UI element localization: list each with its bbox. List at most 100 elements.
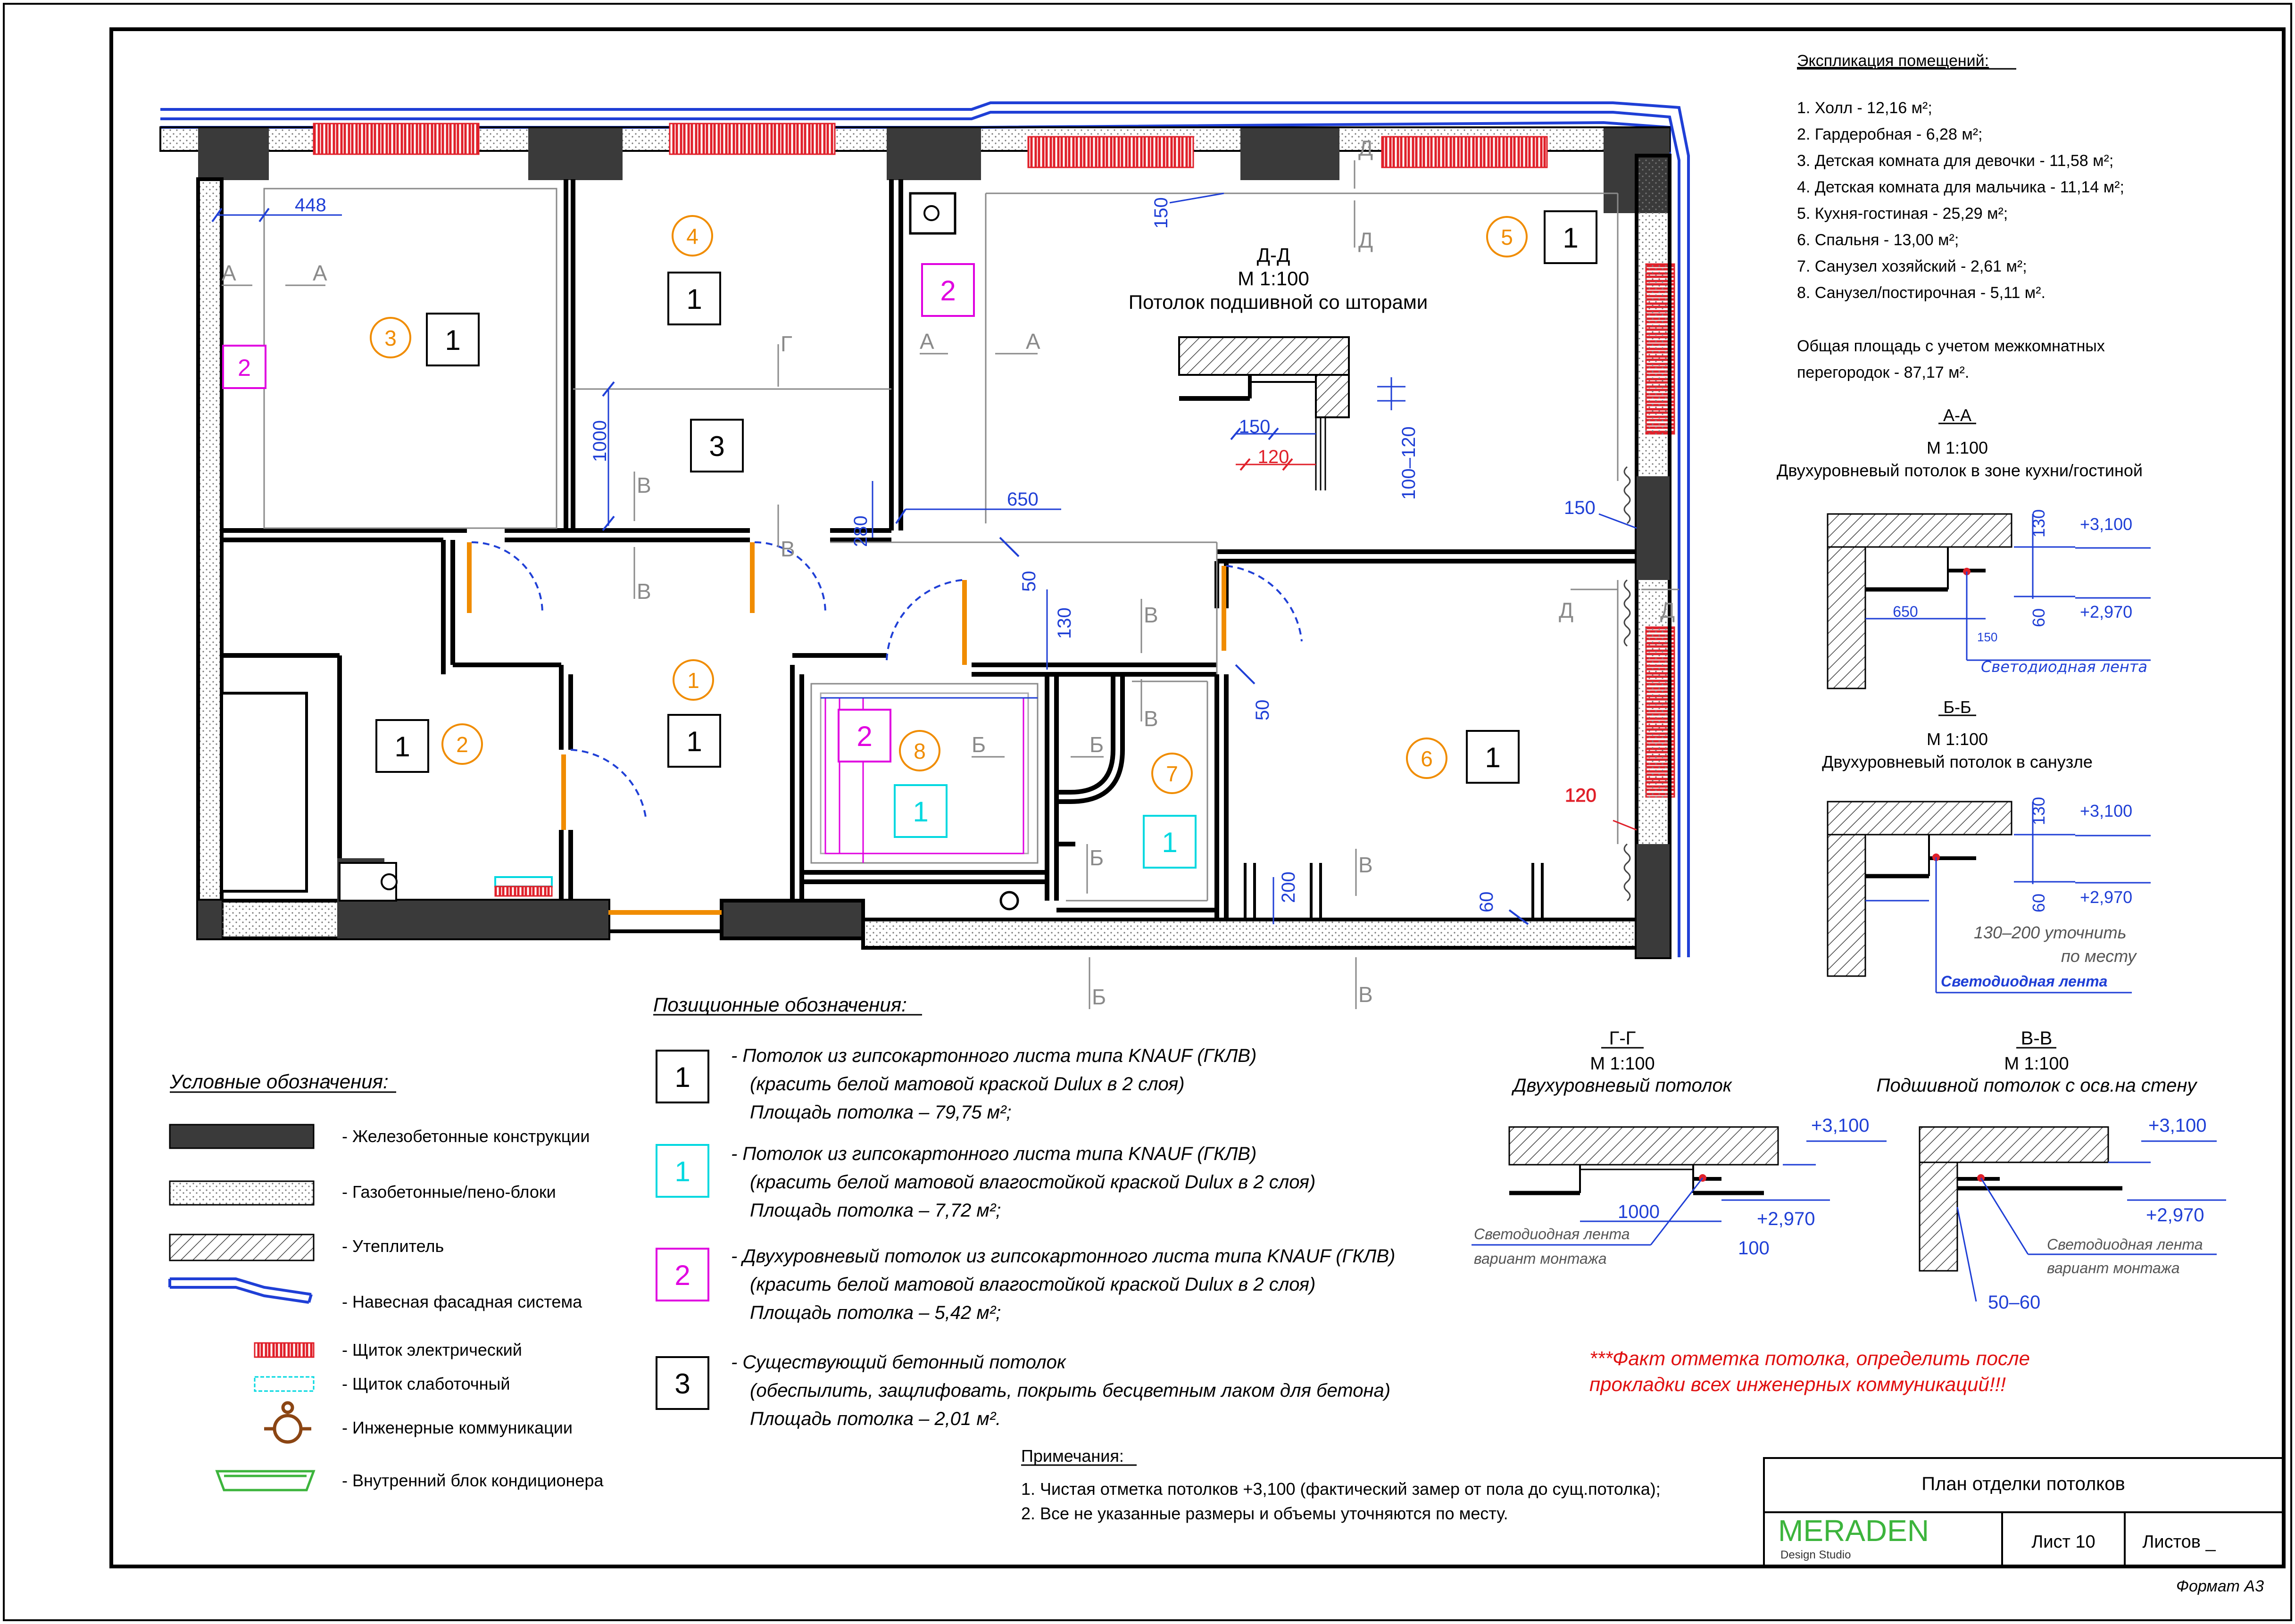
section-cut-letter: Б bbox=[972, 732, 986, 757]
section-vv-scale: М 1:100 bbox=[2004, 1054, 2069, 1074]
position-tag-label: 1 bbox=[913, 796, 928, 828]
section-aa-desc: Двухуровневый потолок в зоне кухни/гости… bbox=[1777, 461, 2143, 480]
section-vv: В-В М 1:100 Подшивной потолок с осв.на с… bbox=[1877, 1028, 2226, 1313]
section-bb-dim: 60 bbox=[2029, 894, 2048, 912]
floor-plan: 1 2 3 4 5 6 7 8 1 1 1 1 1 bbox=[159, 101, 1690, 1009]
dimension-label: 50 bbox=[1252, 700, 1273, 721]
legend-swatch-lowvoltage bbox=[254, 1376, 315, 1392]
concrete-column bbox=[1240, 128, 1339, 180]
explication-room: 5. Кухня-гостиная - 25,29 м²; bbox=[1797, 205, 2008, 223]
legend-item: - Железобетонные конструкции bbox=[342, 1127, 590, 1146]
warning-line: ***Факт отметка потолка, определить посл… bbox=[1589, 1347, 2030, 1369]
section-cut-letter: А bbox=[920, 329, 934, 354]
section-gg-scale: М 1:100 bbox=[1590, 1054, 1655, 1074]
electric-panel bbox=[1381, 136, 1548, 168]
brand-logo: MERADEN bbox=[1778, 1514, 1929, 1548]
legend-item: - Щиток слаботочный bbox=[342, 1374, 510, 1393]
section-cut-letter: В bbox=[781, 537, 795, 561]
position-item-line: - Потолок из гипсокартонного листа типа … bbox=[731, 1143, 1256, 1164]
section-dd-dim: 100–120 bbox=[1398, 426, 1419, 500]
position-tag-label: 1 bbox=[394, 731, 410, 762]
room-number-circle bbox=[673, 659, 714, 701]
dimension-label: 130 bbox=[1054, 607, 1075, 639]
section-gg-dim: 100 bbox=[1738, 1238, 1770, 1259]
position-item-line: (красить белой матовой влагостойкой крас… bbox=[750, 1172, 1315, 1193]
position-item-line: - Потолок из гипсокартонного листа типа … bbox=[731, 1045, 1256, 1066]
section-dd-name: Д-Д bbox=[1257, 244, 1290, 266]
section-bb-name: Б-Б bbox=[1943, 697, 1971, 717]
section-aa-dim: 650 bbox=[1893, 603, 1918, 620]
sheets-total: Листов _ bbox=[2142, 1532, 2216, 1552]
section-cut-letter: Б bbox=[1089, 845, 1104, 870]
section-cut-letter: А bbox=[222, 261, 236, 285]
electric-panel bbox=[313, 123, 480, 155]
legend-swatch-gasblock bbox=[169, 1180, 315, 1206]
dimension-label: 1000 bbox=[590, 420, 610, 462]
warning-line: прокладки всех инженерных коммуникаций!!… bbox=[1589, 1373, 2006, 1395]
explication-title: Экспликация помещений: bbox=[1797, 52, 1989, 70]
section-cut-letter: Д bbox=[1358, 228, 1373, 252]
warning: ***Факт отметка потолка, определить посл… bbox=[1589, 1347, 2030, 1395]
dimension-label: 150 bbox=[1564, 497, 1596, 518]
explication: Экспликация помещений: 1. Холл - 12,16 м… bbox=[1797, 52, 2124, 381]
section-cut-letter: В bbox=[637, 473, 651, 497]
section-gg-led: Светодиодная лента bbox=[1474, 1226, 1630, 1243]
dimension-label: 650 bbox=[1007, 489, 1039, 510]
legend-swatch-concrete bbox=[169, 1124, 315, 1149]
section-vv-led: Светодиодная лента bbox=[2047, 1236, 2203, 1253]
position-tag-label: 1 bbox=[445, 324, 460, 356]
legend-swatch-electric bbox=[254, 1342, 315, 1358]
position-item-line: - Двухуровневый потолок из гипсокартонно… bbox=[731, 1246, 1395, 1267]
section-gg: Г-Г М 1:100 Двухуровневый потолок +3,100… bbox=[1472, 1028, 1887, 1267]
room-number: 2 bbox=[456, 732, 468, 757]
section-bb-bottom: +2,970 bbox=[2080, 887, 2132, 907]
notes-item: 1. Чистая отметка потолков +3,100 (факти… bbox=[1021, 1479, 1661, 1499]
position-legend-tag bbox=[656, 1144, 709, 1198]
room-number: 5 bbox=[1501, 225, 1513, 249]
curtain bbox=[1623, 579, 1631, 647]
section-cut-letter: В bbox=[1358, 853, 1373, 877]
dimension-label: 60 bbox=[1476, 892, 1497, 913]
brand-subtitle: Design Studio bbox=[1780, 1549, 1851, 1561]
section-bb-desc: Двухуровневый потолок в санузле bbox=[1822, 752, 2093, 771]
electric-panel bbox=[1027, 136, 1194, 168]
explication-room: 7. Санузел хозяйский - 2,61 м²; bbox=[1797, 257, 2027, 275]
notes: Примечания: 1. Чистая отметка потолков +… bbox=[1021, 1446, 1661, 1523]
room-number-circle bbox=[672, 215, 713, 257]
curtain bbox=[1623, 466, 1631, 524]
room-number: 3 bbox=[384, 326, 397, 350]
room-number: 1 bbox=[687, 668, 699, 693]
legend-item: - Утеплитель bbox=[342, 1236, 444, 1256]
section-cut-letter: В bbox=[1358, 982, 1373, 1007]
positions: Позиционные обозначения: 1 - Потолок из … bbox=[653, 994, 1395, 1429]
room-number-circle bbox=[441, 723, 483, 765]
section-bb-note: 130–200 уточнить bbox=[1974, 923, 2127, 942]
section-gg-top: +3,100 bbox=[1811, 1115, 1869, 1136]
section-cut-letter: Д bbox=[1358, 136, 1373, 160]
section-dd-scale: М 1:100 bbox=[1238, 267, 1309, 290]
section-aa-top: +3,100 bbox=[2080, 514, 2132, 534]
section-gg-bottom: +2,970 bbox=[1757, 1209, 1815, 1229]
position-item-line: (красить белой матовой влагостойкой крас… bbox=[750, 1274, 1315, 1295]
dimension-label: 120 bbox=[1565, 785, 1597, 806]
section-aa-dim: 130 bbox=[2029, 509, 2048, 538]
dimension-label: 50 bbox=[1019, 571, 1039, 592]
positions-title: Позиционные обозначения: bbox=[653, 994, 907, 1016]
position-item-line: Площадь потолка – 5,42 м²; bbox=[750, 1302, 1001, 1323]
section-bb-dim: 130 bbox=[2029, 797, 2048, 825]
section-aa-led: Светодиодная лента bbox=[1981, 658, 2147, 676]
explication-room: 2. Гардеробная - 6,28 м²; bbox=[1797, 125, 1982, 143]
section-cut-letter: Д bbox=[1660, 598, 1675, 622]
low-voltage-panel bbox=[494, 876, 553, 887]
section-aa-dim: 150 bbox=[1977, 630, 1997, 644]
engineering-communications-icon bbox=[923, 205, 940, 221]
position-tag-label: 2 bbox=[238, 355, 251, 381]
section-dd-dim: 150 bbox=[1239, 416, 1271, 437]
position-item-line: Площадь потолка – 7,72 м²; bbox=[750, 1200, 1001, 1221]
doors bbox=[467, 541, 1303, 830]
position-tag bbox=[921, 263, 975, 317]
position-tag-label: 1 bbox=[1485, 742, 1500, 773]
notes-item: 2. Все не указанные размеры и объемы уто… bbox=[1021, 1504, 1508, 1523]
section-vv-bottom: +2,970 bbox=[2146, 1205, 2204, 1226]
